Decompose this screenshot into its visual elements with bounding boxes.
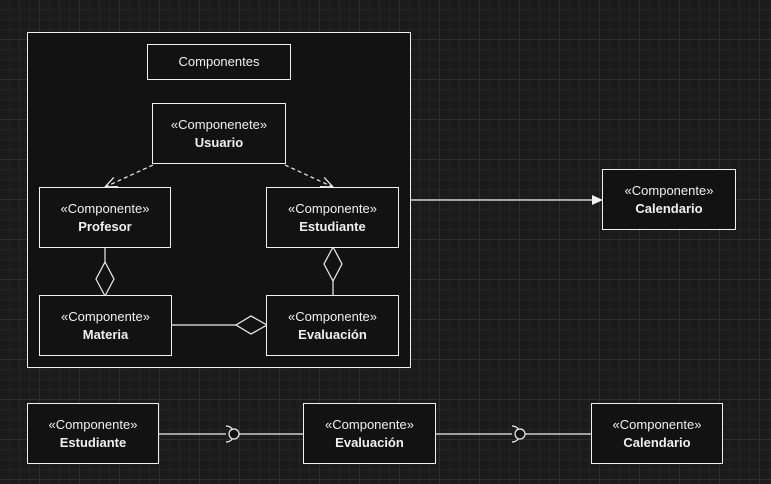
component-calendario[interactable]: «Componente» Calendario <box>602 169 736 230</box>
interface-component-estudiante[interactable]: «Componente» Estudiante <box>27 403 159 464</box>
stereotype-label: «Componente» <box>60 200 150 216</box>
group-title-box[interactable]: Componentes <box>147 44 291 80</box>
component-name: Calendario <box>623 434 691 450</box>
diamond-shape-evaluacion <box>234 315 269 335</box>
stereotype-label: «Componente» <box>61 308 150 324</box>
component-name: Materia <box>82 326 129 342</box>
diamond-shape-materia <box>95 260 115 298</box>
stereotype-label: «Componente» <box>48 416 138 432</box>
dependency-line-usuario-profesor <box>105 164 154 187</box>
component-name: Estudiante <box>59 434 127 450</box>
stereotype-label: «Componente» <box>612 416 702 432</box>
interface-component-evaluacion[interactable]: «Componente» Evaluación <box>303 403 436 464</box>
interface-component-calendario[interactable]: «Componente» Calendario <box>591 403 723 464</box>
stereotype-label: «Componente» <box>288 200 377 216</box>
stereotype-label: «Componente» <box>288 308 377 324</box>
component-name: Usuario <box>194 134 244 150</box>
component-materia[interactable]: «Componente» Materia <box>39 295 172 356</box>
component-name: Calendario <box>635 200 703 216</box>
stereotype-label: «Componente» <box>624 182 714 198</box>
stereotype-label: «Componente» <box>325 416 414 432</box>
component-estudiante[interactable]: «Componente» Estudiante <box>266 187 399 248</box>
stereotype-label: «Componenete» <box>170 116 268 132</box>
component-usuario[interactable]: «Componenete» Usuario <box>152 103 286 164</box>
component-name: Evaluación <box>298 326 367 342</box>
component-name: Evaluación <box>335 434 404 450</box>
component-evaluacion[interactable]: «Componente» Evaluación <box>266 295 399 356</box>
component-profesor[interactable]: «Componente» Profesor <box>39 187 171 248</box>
component-name: Profesor <box>78 218 132 234</box>
diamond-shape-estudiante <box>323 245 343 283</box>
dependency-line-usuario-estudiante <box>284 164 333 187</box>
component-name: Estudiante <box>299 218 366 234</box>
group-title: Componentes <box>178 54 260 69</box>
